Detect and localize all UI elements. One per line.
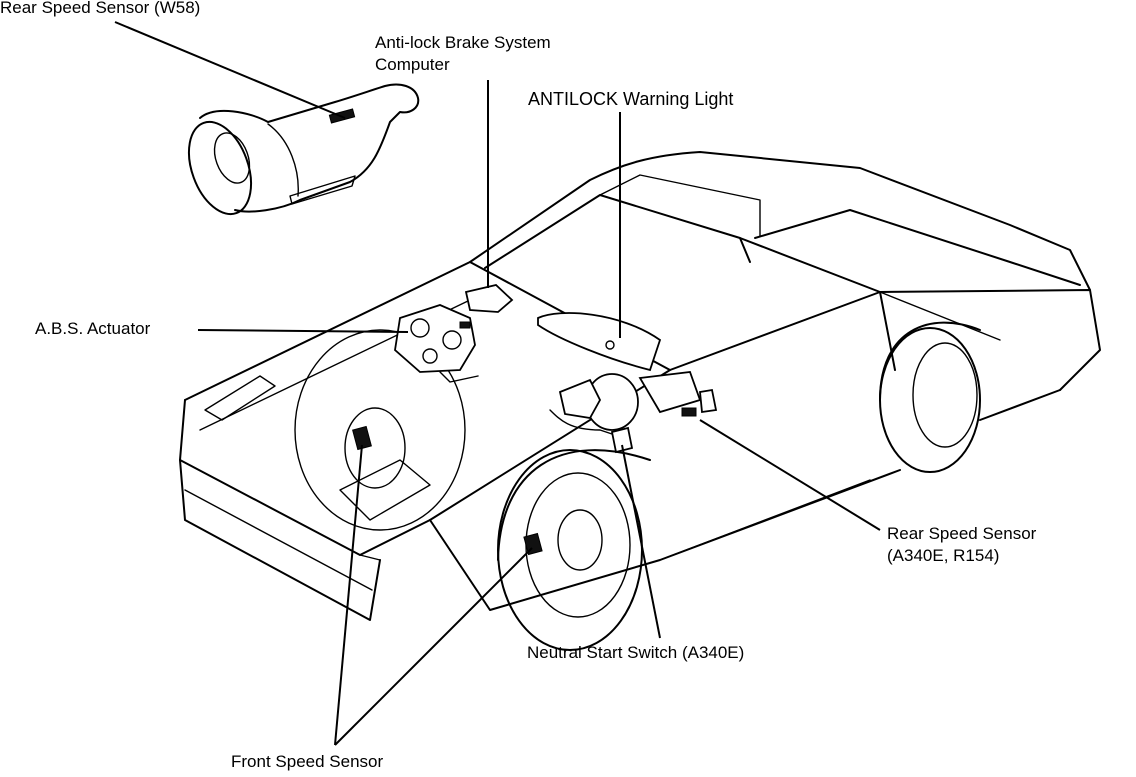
front-speed-sensor-drawing — [352, 425, 543, 556]
rear-speed-sensor-a340e-label: Rear Speed Sensor (A340E, R154) — [887, 523, 1036, 567]
car-body — [179, 151, 1101, 651]
rear-speed-sensor-a340e-line1: Rear Speed Sensor — [887, 524, 1037, 543]
rear-speed-sensor-a340e-line2: (A340E, R154) — [887, 546, 1000, 565]
abs-computer-label-line2: Computer — [375, 55, 450, 74]
neutral-start-switch-drawing — [610, 426, 634, 454]
neutral-start-switch-label: Neutral Start Switch (A340E) — [527, 643, 745, 662]
brake-booster-drawing — [549, 371, 718, 441]
warning-light-drawing — [537, 312, 662, 372]
abs-computer-label: Anti-lock Brake System Computer — [375, 32, 551, 76]
transmission-drawing — [187, 83, 420, 216]
abs-computer-label-line1: Anti-lock Brake System — [375, 33, 551, 52]
leader-lines — [114, 21, 881, 746]
front-speed-sensor-label: Front Speed Sensor — [231, 752, 384, 771]
abs-actuator-drawing — [394, 304, 479, 383]
antilock-warning-light-label: ANTILOCK Warning Light — [528, 89, 734, 109]
abs-actuator-label: A.B.S. Actuator — [35, 319, 151, 338]
abs-computer-drawing — [464, 284, 514, 313]
rear-speed-sensor-w58-label: Rear Speed Sensor (W58) — [0, 0, 201, 17]
